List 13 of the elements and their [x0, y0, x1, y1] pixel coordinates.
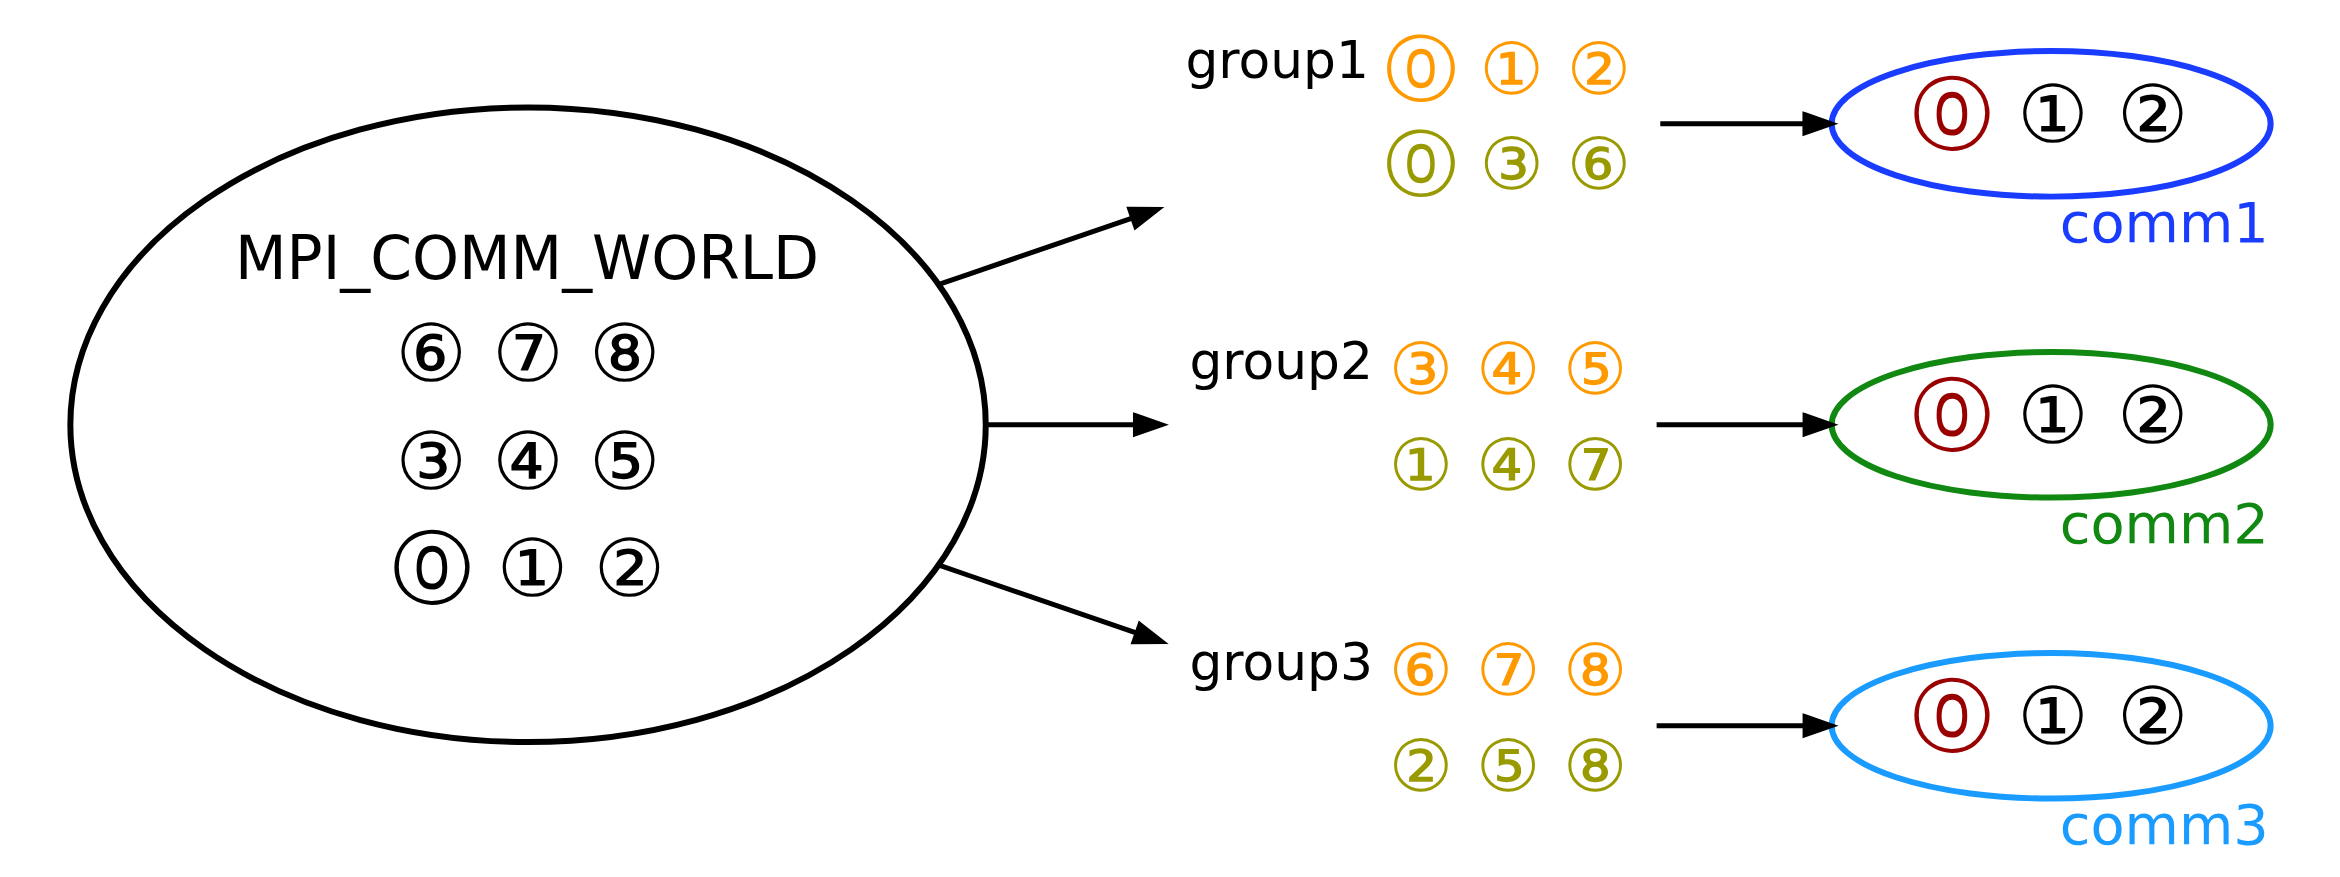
arrow	[1656, 713, 1838, 739]
node-ellipse: MPI_COMM_WORLD ⑥ ⑦ ⑧ ③ ④ ⑤ ⓪ ① ②	[66, 104, 989, 746]
node-text: group1 ⓪ ① ② ⓪ ③ ⑥	[1184, 26, 1631, 207]
arrow	[1656, 412, 1838, 438]
node-text: group3 ⑥ ⑦ ⑧ ② ⑤ ⑧	[1188, 628, 1627, 809]
node-text: group2 ③ ④ ⑤ ① ④ ⑦	[1188, 327, 1627, 508]
node-ellipse: ⓪ ① ②	[1828, 348, 2274, 501]
node-ellipse: ⓪ ① ②	[1828, 47, 2274, 200]
arrow	[937, 206, 1164, 287]
arrow	[1659, 111, 1838, 137]
arrow	[985, 412, 1169, 438]
node-ellipse: ⓪ ① ②	[1828, 649, 2274, 802]
arrow	[937, 562, 1169, 645]
